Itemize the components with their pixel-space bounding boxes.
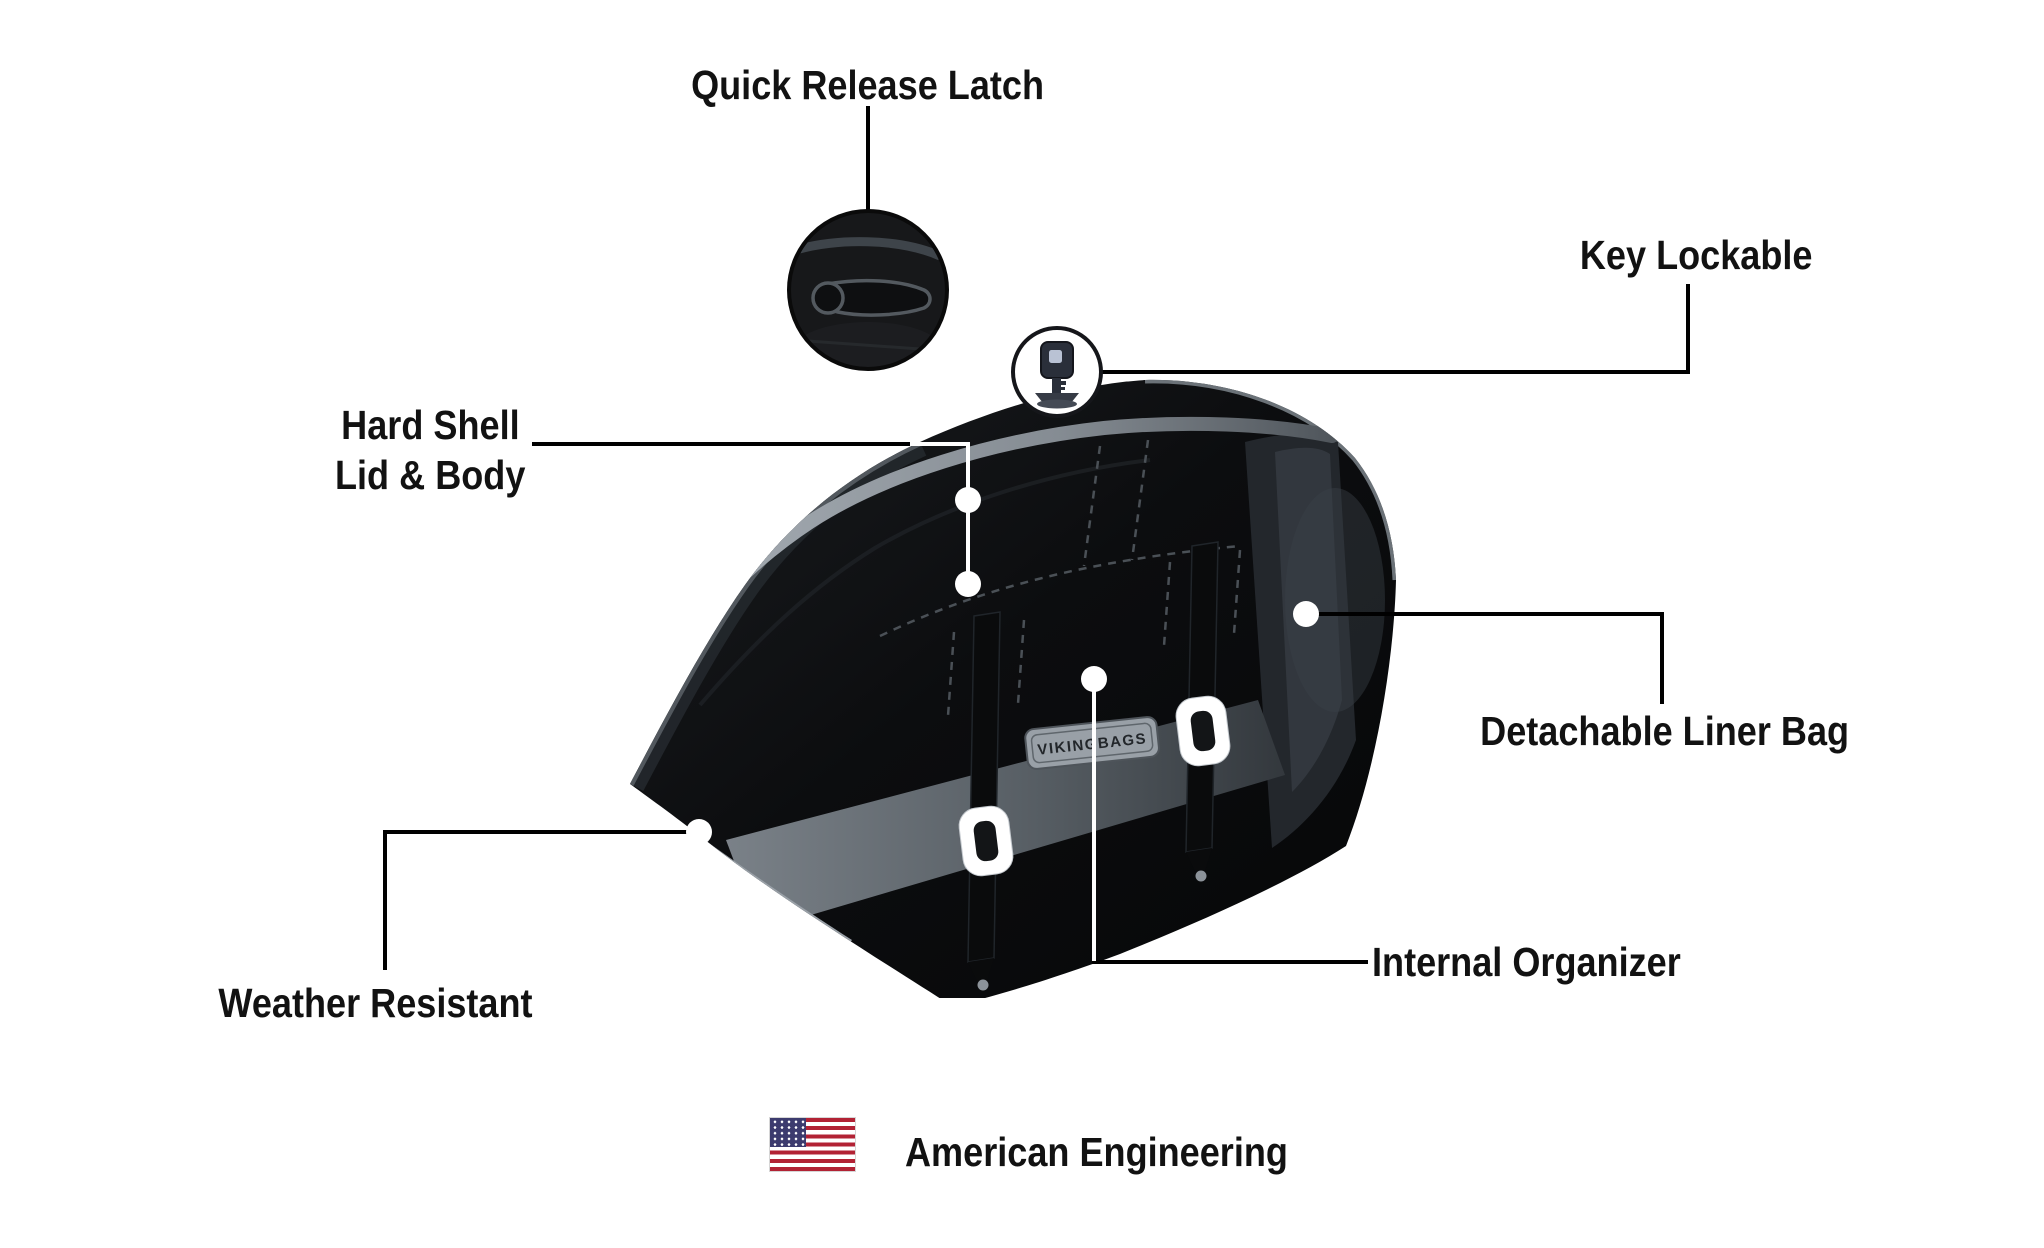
bag-reflection-glow [1285,488,1385,712]
key-stand-base [1037,399,1077,409]
callout-line-detachable [1306,612,1664,704]
callout-dot-weather [686,819,712,845]
latch-inset-groove [793,338,935,352]
white-mask-rect [931,998,1249,1082]
strap-front-tip [968,958,994,994]
american-engineering-label: American Engineering [905,1127,1425,1177]
saddlebag-illustration: VIKINGBAGS [630,379,1396,1082]
callout-dot-internal [1081,666,1107,692]
hard-shell-text-line2: Lid & Body [334,452,526,498]
buckle-rear-icon [1175,695,1231,767]
key-icon [1035,341,1079,409]
us-flag-icon [769,1117,856,1172]
callout-line-hard-shell-on-bag [910,442,970,584]
latch-pivot-icon [811,281,845,315]
callout-line-weather [383,830,699,970]
us-flag-canton [770,1118,806,1147]
hard-shell-label: Hard Shell Lid & Body [230,400,630,500]
key-shaft [1052,378,1061,393]
weather-resistant-label: Weather Resistant [175,978,575,1028]
key-lockable-inset [1011,326,1103,418]
callout-dot-detachable [1293,601,1319,627]
detachable-liner-bag-text: Detachable Liner Bag [1480,708,1850,754]
latch-inset-trim-arc [794,237,942,261]
key-head-hole [1049,350,1062,363]
callout-lines-dark [383,106,1690,970]
callout-dot-hard-shell-body [955,571,981,597]
bag-left-edge-highlight [630,438,922,786]
american-engineering-text: American Engineering [905,1129,1288,1175]
quick-release-latch-text: Quick Release Latch [691,62,1045,108]
key-lockable-label: Key Lockable [1496,230,1896,280]
strap-rear-tip [1186,848,1212,884]
key-bit-2 [1061,387,1065,390]
buckle-front-icon [958,805,1014,877]
strap-front [967,611,1001,963]
strap-rear-keeper [1195,870,1207,882]
detachable-liner-bag-label: Detachable Liner Bag [1455,706,1855,756]
quick-release-latch-inset [787,209,949,371]
internal-organizer-text: Internal Organizer [1372,939,1681,985]
hard-shell-text-line1: Hard Shell [340,402,520,448]
internal-organizer-label: Internal Organizer [1372,937,1792,987]
key-bit-1 [1061,381,1066,385]
strap-front-keeper [977,979,989,991]
lid-seam-line [698,458,1151,707]
bag-top-right-highlight [1144,379,1396,581]
latch-inset-ring [787,209,949,371]
callout-lines-light [910,442,1096,961]
callout-line-key-lockable [1100,284,1690,374]
quick-release-latch-label: Quick Release Latch [638,60,1098,110]
stitch-lines [879,439,1242,717]
key-lockable-text: Key Lockable [1579,232,1813,278]
weather-resistant-text: Weather Resistant [217,980,533,1026]
callout-dots [686,487,1319,845]
callout-dot-hard-shell-lid [955,487,981,513]
latch-inset-lower-shade [792,322,944,367]
